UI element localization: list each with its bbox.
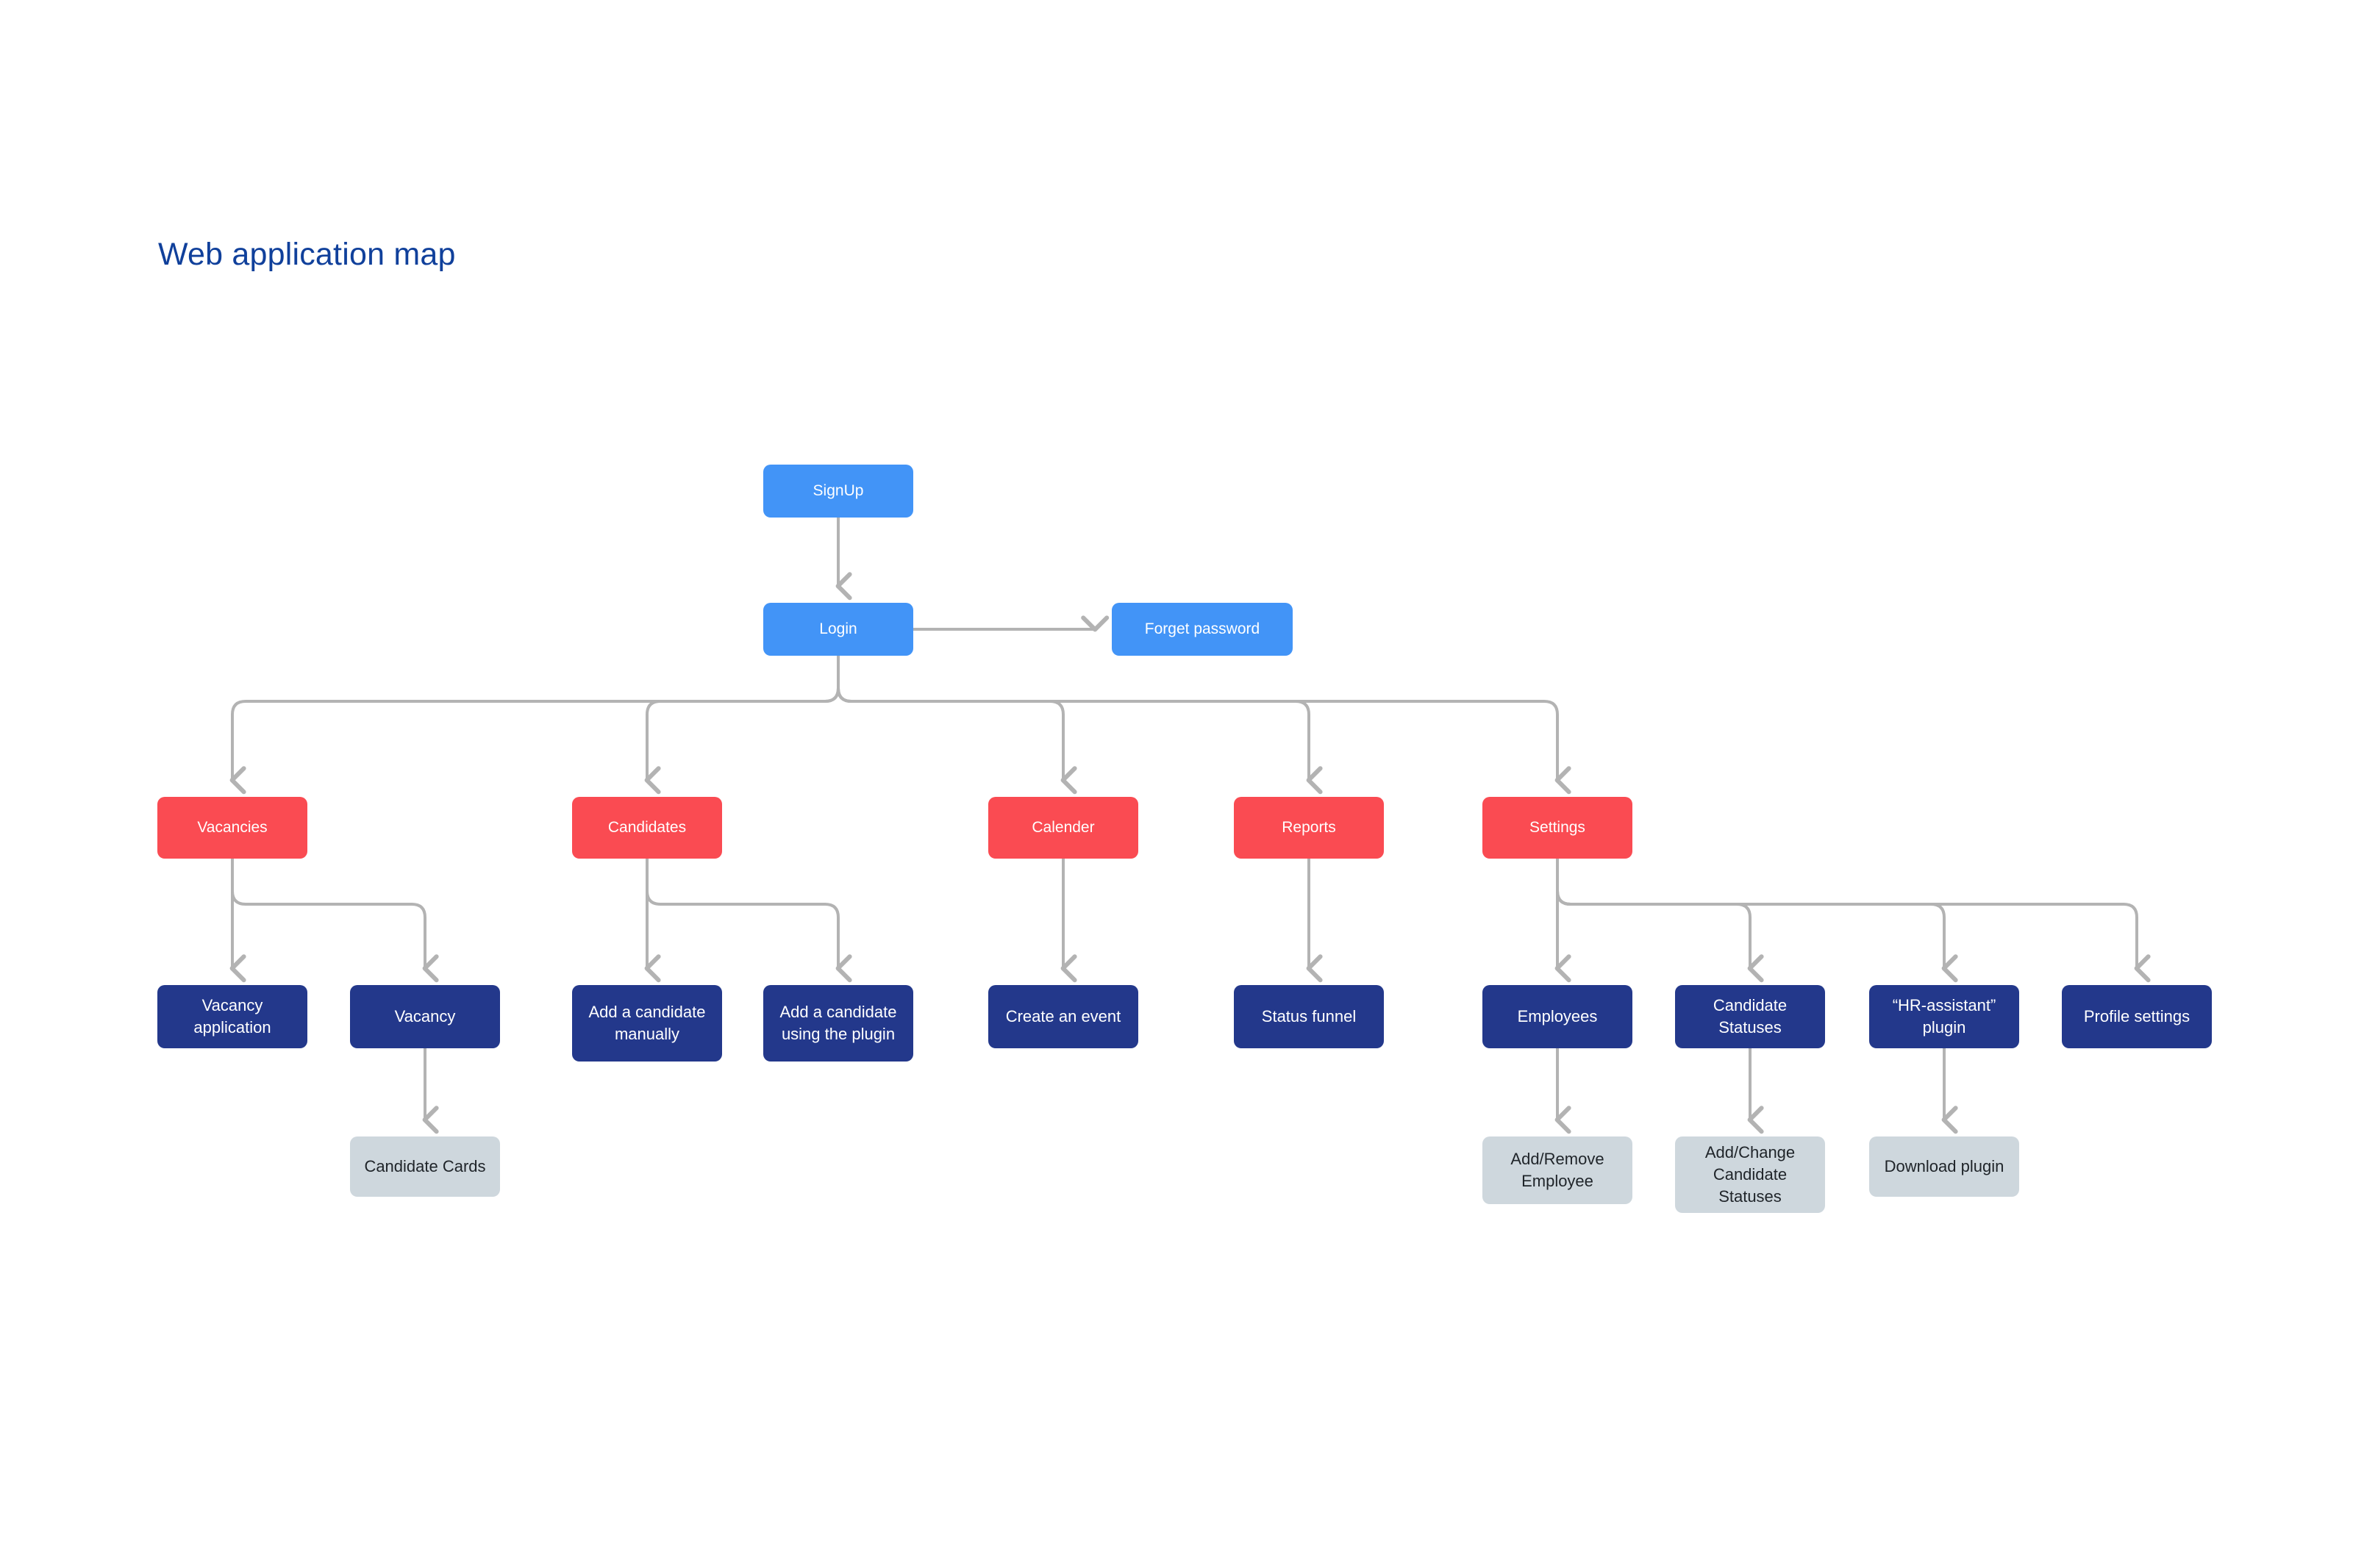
node-label: Profile settings bbox=[2083, 1007, 2190, 1026]
node-label: Add a candidate using the plugin bbox=[779, 1003, 897, 1043]
node-cand_statuses[interactable]: Candidate Statuses bbox=[1675, 985, 1825, 1048]
node-add_manual[interactable]: Add a candidate manually bbox=[572, 985, 722, 1062]
page-title: Web application map bbox=[158, 237, 456, 272]
node-candidate_cards[interactable]: Candidate Cards bbox=[350, 1136, 500, 1197]
node-profile_settings[interactable]: Profile settings bbox=[2062, 985, 2212, 1048]
node-label: Forget password bbox=[1144, 620, 1260, 637]
node-label: Calender bbox=[1032, 818, 1095, 836]
connector bbox=[837, 654, 1571, 795]
node-label: “HR-assistant” plugin bbox=[1892, 996, 1996, 1037]
node-label: Add a candidate manually bbox=[588, 1003, 706, 1043]
node-hr_plugin[interactable]: “HR-assistant” plugin bbox=[1869, 985, 2019, 1048]
node-signup[interactable]: SignUp bbox=[763, 465, 913, 518]
node-label: Download plugin bbox=[1884, 1157, 2004, 1176]
node-vacancies[interactable]: Vacancies bbox=[157, 797, 307, 859]
node-forget_password[interactable]: Forget password bbox=[1112, 603, 1293, 656]
connector bbox=[229, 654, 840, 795]
node-download_plugin[interactable]: Download plugin bbox=[1869, 1136, 2019, 1197]
connector bbox=[646, 857, 852, 983]
node-label: Vacancy bbox=[394, 1007, 456, 1026]
node-label: Add/Change Candidate Statuses bbox=[1704, 1143, 1796, 1206]
node-candidates[interactable]: Candidates bbox=[572, 797, 722, 859]
node-label: Reports bbox=[1282, 818, 1336, 836]
node-label: Employees bbox=[1517, 1007, 1598, 1026]
node-add_remove_emp[interactable]: Add/Remove Employee bbox=[1482, 1136, 1632, 1204]
node-label: Login bbox=[819, 620, 857, 637]
connector bbox=[644, 654, 840, 795]
node-employees[interactable]: Employees bbox=[1482, 985, 1632, 1048]
node-label: Status funnel bbox=[1261, 1007, 1357, 1026]
node-add_plugin[interactable]: Add a candidate using the plugin bbox=[763, 985, 913, 1062]
node-calender[interactable]: Calender bbox=[988, 797, 1138, 859]
node-label: Candidate Cards bbox=[364, 1157, 486, 1176]
node-create_event[interactable]: Create an event bbox=[988, 985, 1138, 1048]
connector bbox=[837, 654, 1323, 795]
node-label: Candidates bbox=[607, 818, 687, 836]
connector bbox=[837, 654, 1077, 795]
node-vacancy_app[interactable]: Vacancy application bbox=[157, 985, 307, 1048]
connector bbox=[1556, 857, 2151, 983]
node-add_change_status[interactable]: Add/Change Candidate Statuses bbox=[1675, 1136, 1825, 1213]
node-vacancy[interactable]: Vacancy bbox=[350, 985, 500, 1048]
node-label: Create an event bbox=[1005, 1007, 1121, 1026]
node-status_funnel[interactable]: Status funnel bbox=[1234, 985, 1384, 1048]
node-label: Add/Remove Employee bbox=[1510, 1150, 1604, 1190]
node-reports[interactable]: Reports bbox=[1234, 797, 1384, 859]
node-label: Settings bbox=[1529, 818, 1585, 836]
node-login[interactable]: Login bbox=[763, 603, 913, 656]
node-label: Candidate Statuses bbox=[1713, 996, 1788, 1037]
node-label: Vacancy application bbox=[193, 996, 271, 1037]
connector bbox=[1556, 857, 1764, 983]
node-settings[interactable]: Settings bbox=[1482, 797, 1632, 859]
node-label: SignUp bbox=[813, 482, 864, 499]
connector bbox=[1556, 857, 1958, 983]
connector bbox=[231, 857, 439, 983]
node-label: Vacancies bbox=[197, 818, 268, 836]
